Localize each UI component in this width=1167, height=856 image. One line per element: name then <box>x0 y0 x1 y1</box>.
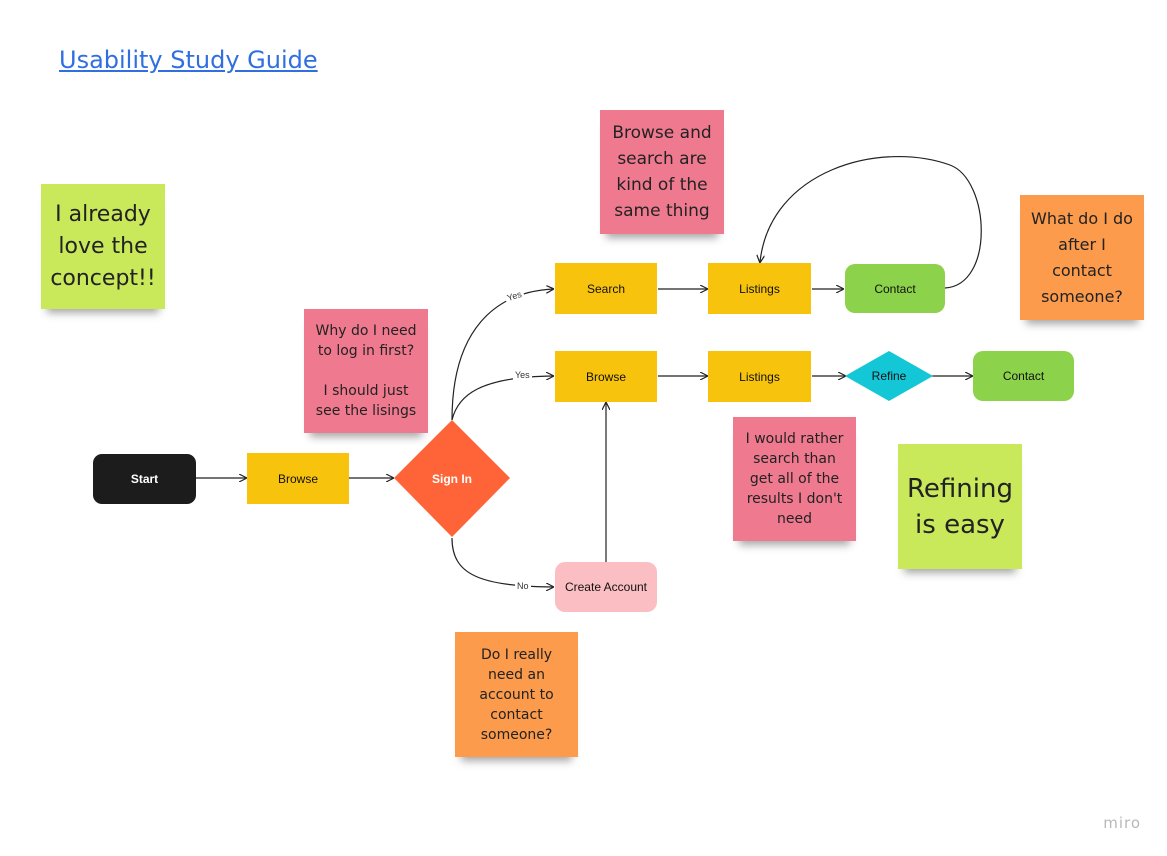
page-title-link[interactable]: Usability Study Guide <box>59 46 318 74</box>
browse-entry-node[interactable]: Browse <box>247 453 349 504</box>
search-node[interactable]: Search <box>555 263 657 314</box>
edge-contact-loop-listings <box>760 155 982 289</box>
refine-decision[interactable]: Refine <box>871 369 907 383</box>
contact-mid-node[interactable]: Contact <box>973 351 1074 401</box>
start-node[interactable]: Start <box>93 454 196 504</box>
listings-mid-node[interactable]: Listings <box>708 351 811 402</box>
miro-logo: miro <box>1103 814 1141 832</box>
sticky-why-login[interactable]: Why do I need to log in first? I should … <box>304 309 428 433</box>
sticky-love-concept[interactable]: I already love the concept!! <box>41 184 165 309</box>
sign-in-diamond-shape <box>394 420 510 537</box>
edge-label-yes-browse: Yes <box>513 370 532 380</box>
browse-node[interactable]: Browse <box>555 351 657 402</box>
sticky-rather-search[interactable]: I would rather search than get all of th… <box>733 417 856 541</box>
create-account-node[interactable]: Create Account <box>555 562 657 612</box>
contact-top-node[interactable]: Contact <box>845 264 945 313</box>
refine-diamond-shape <box>845 351 933 401</box>
edge-signin-create <box>451 537 553 587</box>
sticky-browse-search-same[interactable]: Browse and search are kind of the same t… <box>600 110 724 234</box>
edge-signin-search <box>451 289 553 421</box>
edge-signin-browse <box>451 376 553 421</box>
sticky-need-account[interactable]: Do I really need an account to contact s… <box>455 632 578 757</box>
sticky-what-after-contact[interactable]: What do I do after I contact someone? <box>1020 195 1144 320</box>
sign-in-decision[interactable]: Sign In <box>432 471 472 486</box>
edge-label-no-create: No <box>515 581 531 591</box>
sticky-refining-easy[interactable]: Refining is easy <box>898 444 1022 569</box>
listings-top-node[interactable]: Listings <box>708 263 811 314</box>
